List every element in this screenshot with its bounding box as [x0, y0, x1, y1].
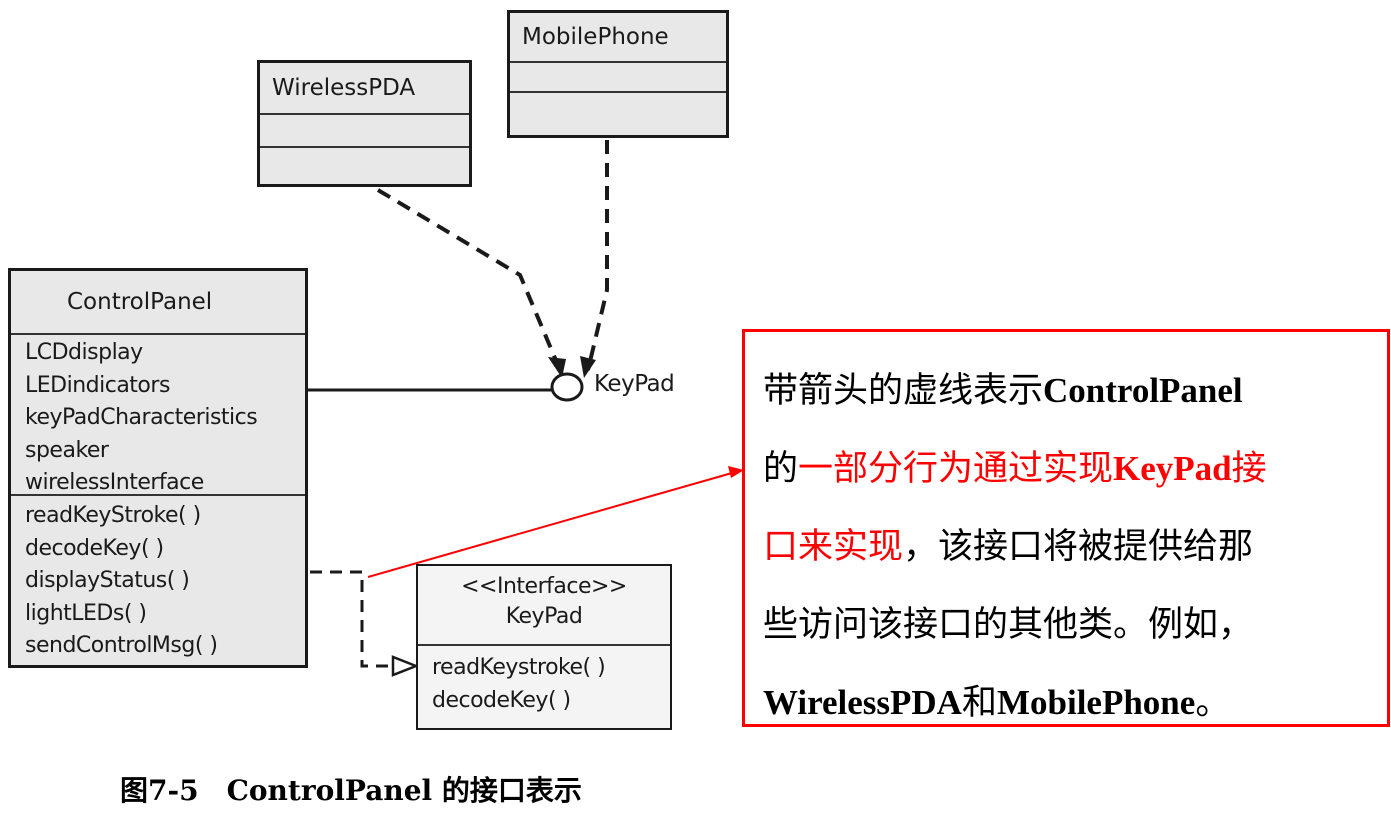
wirelesspda-dependency-line — [376, 188, 562, 371]
keypad-interface-operation: readKeystroke( ) — [432, 655, 606, 680]
annotation-highlight: 口来实现 — [763, 527, 904, 567]
controlpanel-realization-line — [310, 570, 396, 668]
controlpanel-operation: displayStatus( ) — [25, 568, 190, 593]
annotation-line: 口来实现，该接口将被提供给那 — [763, 508, 1387, 586]
mobilephone-attributes-section — [510, 63, 726, 93]
realization-arrowhead — [391, 655, 420, 677]
annotation-line: WirelessPDA和MobilePhone。 — [763, 664, 1387, 742]
annotation-arrow-line — [367, 472, 733, 578]
wirelesspda-class-name: WirelessPDA — [260, 63, 469, 115]
annotation-line: 些访问该接口的其他类。例如， — [763, 586, 1387, 664]
mobilephone-dependency-line — [586, 140, 609, 371]
figure-number: 图7-5 — [120, 774, 199, 807]
wirelesspda-dependency-arrowhead — [548, 357, 566, 378]
controlpanel-attributes-section: LCDdisplay LEDindicators keyPadCharacter… — [11, 335, 305, 496]
controlpanel-operation: readKeyStroke( ) — [25, 503, 201, 528]
annotation-text: 。 — [1195, 683, 1231, 723]
annotation-note: 带箭头的虚线表示ControlPanel 的一部分行为通过实现KeyPad接 口… — [742, 329, 1390, 727]
keypad-lollipop-circle — [550, 372, 584, 402]
controlpanel-class-box: ControlPanel LCDdisplay LEDindicators ke… — [8, 268, 308, 668]
keypad-interface-stereotype: <<Interface>> — [461, 574, 627, 599]
controlpanel-attribute: speaker — [25, 437, 109, 463]
controlpanel-operation: sendControlMsg( ) — [25, 633, 218, 658]
annotation-text: 带箭头的虚线表示 — [763, 371, 1044, 411]
annotation-text: 和 — [961, 683, 997, 723]
annotation-bold-term: MobilePhone — [996, 683, 1196, 722]
annotation-line: 带箭头的虚线表示ControlPanel — [763, 352, 1387, 430]
controlpanel-attribute: LCDdisplay — [25, 340, 143, 365]
keypad-lollipop-label: KeyPad — [594, 371, 675, 397]
keypad-interface-name: KeyPad — [505, 604, 583, 629]
controlpanel-class-name: ControlPanel — [11, 271, 305, 335]
annotation-highlight-bold: KeyPad — [1113, 449, 1232, 488]
annotation-text: 的 — [763, 449, 799, 489]
figure-caption-text: ControlPanel 的接口表示 — [226, 774, 582, 807]
keypad-interface-box: <<Interface>> KeyPad readKeystroke( ) de… — [416, 564, 672, 730]
annotation-arrowhead — [728, 466, 744, 478]
keypad-interface-operation: decodeKey( ) — [432, 687, 571, 713]
controlpanel-attribute: LEDindicators — [25, 372, 170, 398]
mobilephone-dependency-arrowhead — [580, 356, 596, 378]
annotation-highlight: 接 — [1231, 449, 1267, 489]
controlpanel-attribute: keyPadCharacteristics — [25, 405, 258, 430]
annotation-text: 些访问该接口的其他类。例如， — [763, 605, 1254, 645]
figure-caption: 图7-5 ControlPanel 的接口表示 — [120, 769, 582, 809]
controlpanel-operation: lightLEDs( ) — [25, 600, 147, 626]
controlpanel-operations-section: readKeyStroke( ) decodeKey( ) displaySta… — [11, 496, 305, 663]
annotation-bold-term: WirelessPDA — [763, 683, 962, 722]
wirelesspda-attributes-section — [260, 115, 469, 148]
annotation-text: ，该接口将被提供给那 — [903, 527, 1254, 567]
keypad-interface-header: <<Interface>> KeyPad — [418, 566, 670, 646]
keypad-interface-operations-section: readKeystroke( ) decodeKey( ) — [418, 646, 670, 717]
mobilephone-class-box: MobilePhone — [507, 10, 729, 138]
wirelesspda-class-box: WirelessPDA — [257, 60, 472, 187]
annotation-bold-term: ControlPanel — [1043, 371, 1243, 410]
controlpanel-operation: decodeKey( ) — [25, 535, 164, 561]
controlpanel-attribute: wirelessInterface — [25, 470, 204, 495]
annotation-line: 的一部分行为通过实现KeyPad接 — [763, 430, 1387, 508]
annotation-highlight: 一部分行为通过实现 — [798, 449, 1114, 489]
mobilephone-class-name: MobilePhone — [510, 13, 726, 63]
